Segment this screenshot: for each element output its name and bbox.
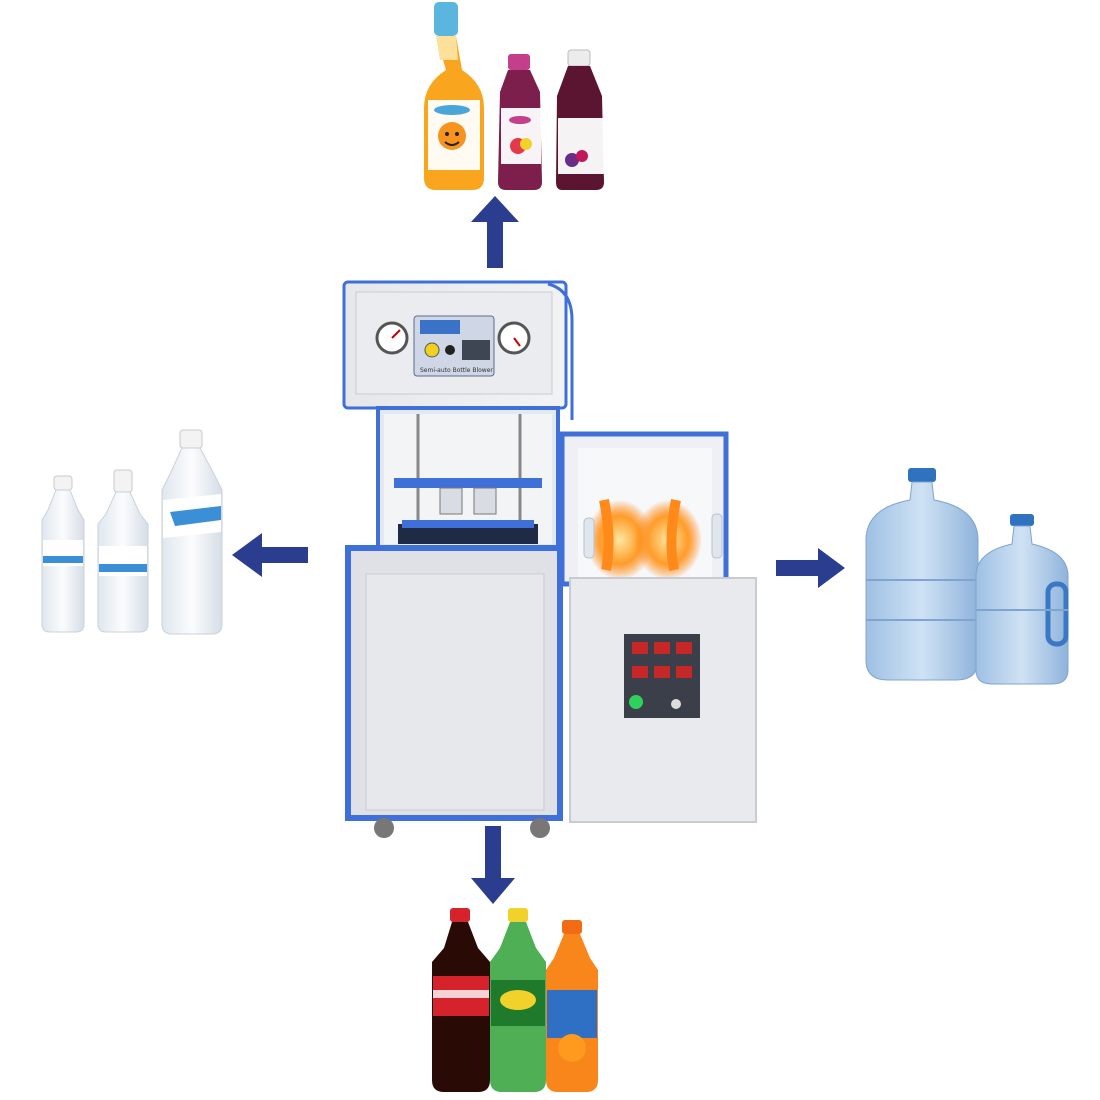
preform-heater (559, 431, 757, 823)
lime-soda-bottle-icon (490, 908, 546, 1092)
arrow-left-icon (232, 533, 308, 577)
blow-molding-machine: Semi-auto Bottle Blower (342, 280, 757, 838)
cola-bottle-icon (432, 908, 490, 1092)
medium-water-bottle-icon (97, 469, 149, 633)
small-water-bottle-icon (41, 475, 85, 633)
small-water-jug-icon (975, 514, 1069, 685)
power-indicator-icon (629, 695, 643, 709)
arrow-up-icon (471, 196, 519, 268)
juice-bottle-group (424, 2, 604, 190)
mold-frame (376, 406, 560, 550)
temperature-display-grid (632, 642, 692, 678)
berry-juice-bottle-icon (498, 54, 542, 190)
water-bottle-group (41, 429, 223, 635)
blower-cabinet (345, 545, 563, 838)
machine-brand-label: Semi-auto Bottle Blower (420, 367, 493, 374)
grape-juice-bottle-icon (556, 49, 604, 190)
large-water-bottle-icon (161, 429, 223, 635)
control-box: Semi-auto Bottle Blower (342, 280, 568, 410)
large-water-jug-icon (865, 468, 979, 681)
soda-bottle-group (432, 908, 598, 1092)
water-jug-group (865, 468, 1069, 685)
orange-juice-bottle-icon (424, 2, 484, 190)
arrow-down-icon (471, 826, 515, 904)
orange-soda-bottle-icon (546, 920, 598, 1092)
arrow-right-icon (776, 548, 845, 588)
